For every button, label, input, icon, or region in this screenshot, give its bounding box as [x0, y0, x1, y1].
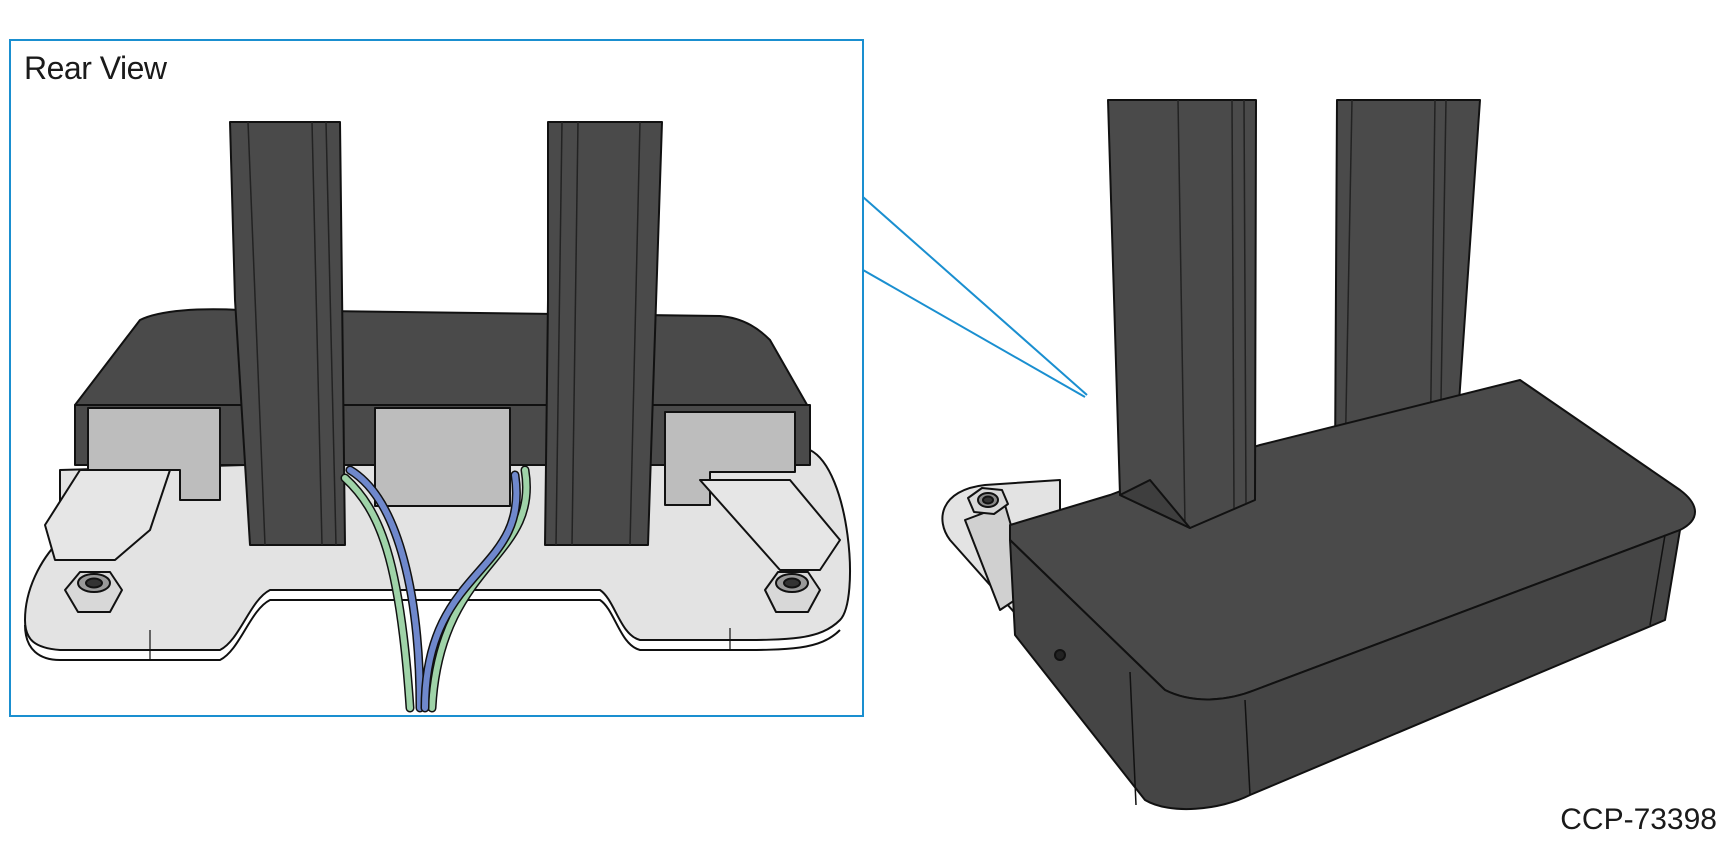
inset-nut-left [64, 571, 123, 613]
inset-cables [340, 465, 531, 713]
stand-assembly [941, 99, 1696, 810]
inset-column-left [229, 121, 346, 546]
stand-nut [967, 487, 1009, 515]
figure-id: CCP-73398 [1560, 803, 1717, 836]
inset-nut-right [764, 571, 821, 613]
inset-column-right [544, 121, 663, 546]
inset-housing [74, 308, 811, 411]
callout-line-top [862, 196, 1088, 396]
callout-line-bottom [862, 269, 1086, 398]
rear-view-detail [24, 121, 851, 661]
inset-title: Rear View [24, 50, 167, 86]
stand-base-housing-side [1009, 529, 1681, 810]
inset-bracket-center [374, 407, 511, 507]
inset-bracket-right [664, 411, 796, 506]
